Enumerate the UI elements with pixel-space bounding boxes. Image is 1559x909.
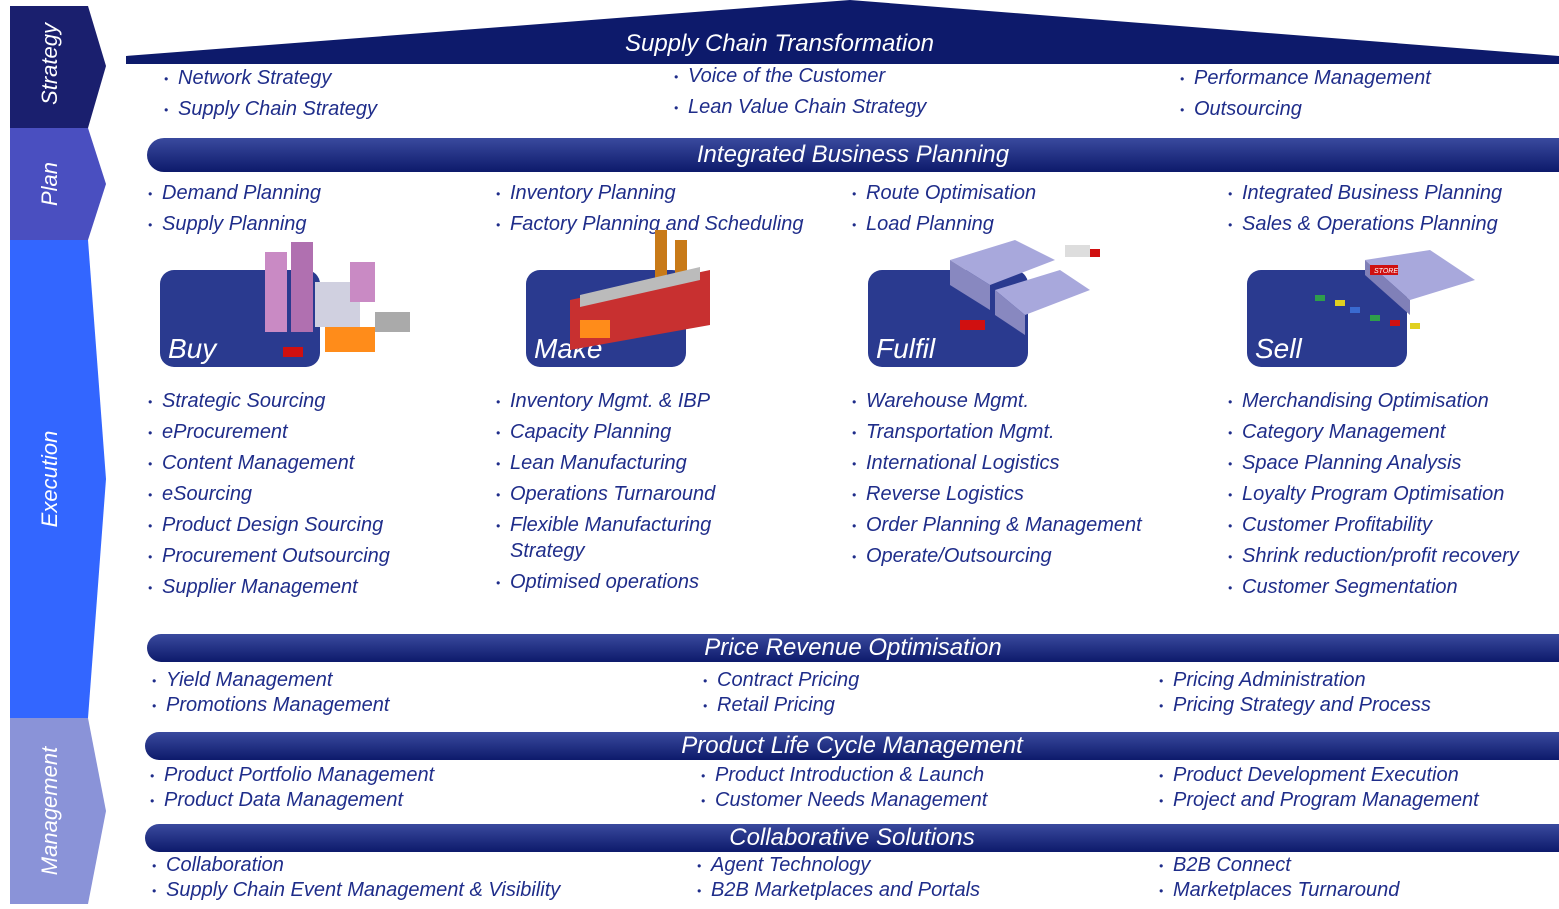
- stage-label-fulfil: Fulfil: [876, 333, 936, 364]
- sidebar-plan: Plan: [0, 128, 110, 240]
- sidebar-label-plan: Plan: [37, 161, 62, 207]
- collab-title: Collaborative Solutions: [145, 824, 1559, 852]
- list-item: •eSourcing: [148, 483, 253, 505]
- sidebar-label-execution: Execution: [37, 430, 62, 528]
- warehouse-icon: [950, 240, 1100, 335]
- list-item: •Product Development Execution: [1159, 764, 1459, 786]
- plan-chevron: [10, 128, 106, 240]
- list-item: •B2B Connect: [1159, 854, 1291, 876]
- list-item: •Procurement Outsourcing: [148, 545, 390, 567]
- factory-icon: [570, 230, 710, 350]
- strategy-roof: [126, 0, 1559, 64]
- list-item: •Supply Planning: [148, 213, 307, 235]
- list-item: •Lean Manufacturing: [496, 452, 687, 474]
- list-item: •Flexible Manufacturing: [496, 514, 712, 536]
- list-item: •Performance Management: [1180, 67, 1431, 89]
- list-item: •Supply Chain Event Management & Visibil…: [152, 879, 561, 901]
- store-icon: STORE: [1315, 250, 1475, 329]
- list-item: •Product Design Sourcing: [148, 514, 384, 536]
- list-item: •B2B Marketplaces and Portals: [697, 879, 981, 901]
- list-item: •Retail Pricing: [703, 694, 835, 716]
- execution-chevron: [10, 240, 106, 718]
- plm-title: Product Life Cycle Management: [145, 732, 1559, 760]
- sidebar-management: Management: [0, 718, 110, 904]
- list-item: •Optimised operations: [496, 571, 699, 593]
- list-item: •Space Planning Analysis: [1228, 452, 1462, 474]
- list-item: •Yield Management: [152, 669, 333, 691]
- pro-title: Price Revenue Optimisation: [147, 634, 1559, 662]
- list-item: •Operate/Outsourcing: [852, 545, 1052, 567]
- list-item: •eProcurement: [148, 421, 288, 443]
- plant-icon: [265, 242, 410, 357]
- list-item-continuation: Strategy: [510, 540, 585, 562]
- list-item: •Customer Needs Management: [701, 789, 988, 811]
- list-item: •Sales & Operations Planning: [1228, 213, 1498, 235]
- store-sign: STORE: [1374, 268, 1398, 275]
- list-item: •Operations Turnaround: [496, 483, 716, 505]
- list-item: •Marketplaces Turnaround: [1159, 879, 1400, 901]
- list-item: •Inventory Planning: [496, 182, 676, 204]
- list-item: •Product Portfolio Management: [150, 764, 435, 786]
- list-item: •Agent Technology: [697, 854, 871, 876]
- stage-label-buy: Buy: [168, 333, 217, 364]
- list-item: •Order Planning & Management: [852, 514, 1142, 536]
- list-item: •Merchandising Optimisation: [1228, 390, 1489, 412]
- list-item: •Strategic Sourcing: [148, 390, 326, 412]
- list-item: •Loyalty Program Optimisation: [1228, 483, 1505, 505]
- list-item: •Load Planning: [852, 213, 994, 235]
- list-item: •Inventory Mgmt. & IBP: [496, 390, 711, 412]
- list-item: •Content Management: [148, 452, 355, 474]
- list-item: •Supplier Management: [148, 576, 358, 598]
- list-item: •Transportation Mgmt.: [852, 421, 1055, 443]
- list-item: •Route Optimisation: [852, 182, 1037, 204]
- list-item: •Network Strategy: [164, 67, 332, 89]
- sidebar-label-management: Management: [37, 746, 62, 876]
- list-item: •Capacity Planning: [496, 421, 672, 443]
- plan-title: Integrated Business Planning: [147, 138, 1559, 172]
- list-item: •Product Introduction & Launch: [701, 764, 985, 786]
- list-item: •Supply Chain Strategy: [164, 98, 378, 120]
- list-item: •Demand Planning: [148, 182, 321, 204]
- list-item: •Promotions Management: [152, 694, 390, 716]
- list-item: •Customer Profitability: [1228, 514, 1433, 536]
- list-item: •Pricing Administration: [1159, 669, 1366, 691]
- list-item: •Warehouse Mgmt.: [852, 390, 1030, 412]
- list-item: •Pricing Strategy and Process: [1159, 694, 1431, 716]
- list-item: •Category Management: [1228, 421, 1446, 443]
- list-item: •Voice of the Customer: [674, 65, 886, 87]
- list-item: •Product Data Management: [150, 789, 404, 811]
- sidebar-strategy: Strategy: [0, 0, 110, 128]
- management-chevron: [10, 718, 106, 904]
- list-item: •Customer Segmentation: [1228, 576, 1458, 598]
- list-item: •Contract Pricing: [703, 669, 860, 691]
- list-item: •Integrated Business Planning: [1228, 182, 1503, 204]
- list-item: •Project and Program Management: [1159, 789, 1479, 811]
- list-item: •Reverse Logistics: [852, 483, 1024, 505]
- list-item: •Lean Value Chain Strategy: [674, 96, 927, 118]
- list-item: •International Logistics: [852, 452, 1060, 474]
- stage-label-sell: Sell: [1255, 333, 1302, 364]
- strategy-title: Supply Chain Transformation: [624, 30, 935, 57]
- list-item: •Factory Planning and Scheduling: [496, 213, 804, 235]
- strategy-chevron: [10, 6, 106, 128]
- list-item: •Shrink reduction/profit recovery: [1228, 545, 1519, 567]
- list-item: •Collaboration: [152, 854, 284, 876]
- list-item: •Outsourcing: [1180, 98, 1302, 120]
- sidebar-execution: Execution: [0, 240, 110, 718]
